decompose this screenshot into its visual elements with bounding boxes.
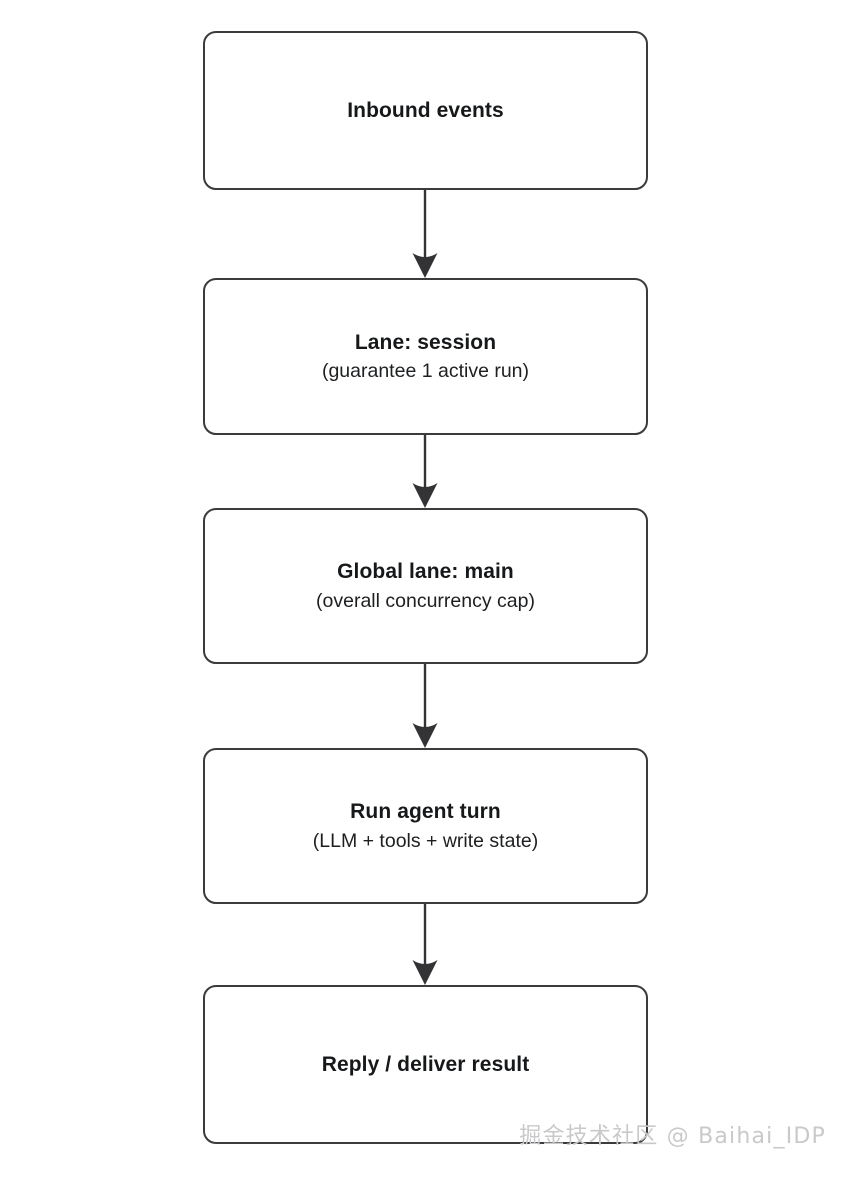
- edge-run-agent-turn-to-reply-deliver-result: [412, 904, 438, 985]
- flow-node-run-agent-turn[interactable]: Run agent turn (LLM + tools + write stat…: [203, 748, 648, 904]
- flow-node-title: Reply / deliver result: [321, 1052, 530, 1076]
- flow-node-global-lane-main[interactable]: Global lane: main (overall concurrency c…: [203, 508, 648, 664]
- flow-node-title: Inbound events: [347, 98, 504, 122]
- edge-global-lane-main-to-run-agent-turn: [412, 664, 438, 748]
- flow-node-subtitle: (LLM + tools + write state): [312, 829, 539, 852]
- edge-inbound-events-to-lane-session: [412, 190, 438, 278]
- flow-node-lane-session[interactable]: Lane: session (guarantee 1 active run): [203, 278, 648, 435]
- flow-node-title: Global lane: main: [337, 560, 514, 584]
- flow-node-inbound-events[interactable]: Inbound events: [203, 31, 648, 190]
- watermark-text: 掘金技术社区 @ Baihai_IDP: [519, 1124, 826, 1149]
- edge-lane-session-to-global-lane-main: [412, 435, 438, 508]
- flow-node-subtitle: (overall concurrency cap): [316, 589, 535, 612]
- flow-node-title: Run agent turn: [350, 800, 501, 824]
- flow-node-subtitle: (guarantee 1 active run): [321, 360, 530, 383]
- flow-node-reply-deliver-result[interactable]: Reply / deliver result: [203, 985, 648, 1144]
- flow-node-title: Lane: session: [354, 330, 497, 354]
